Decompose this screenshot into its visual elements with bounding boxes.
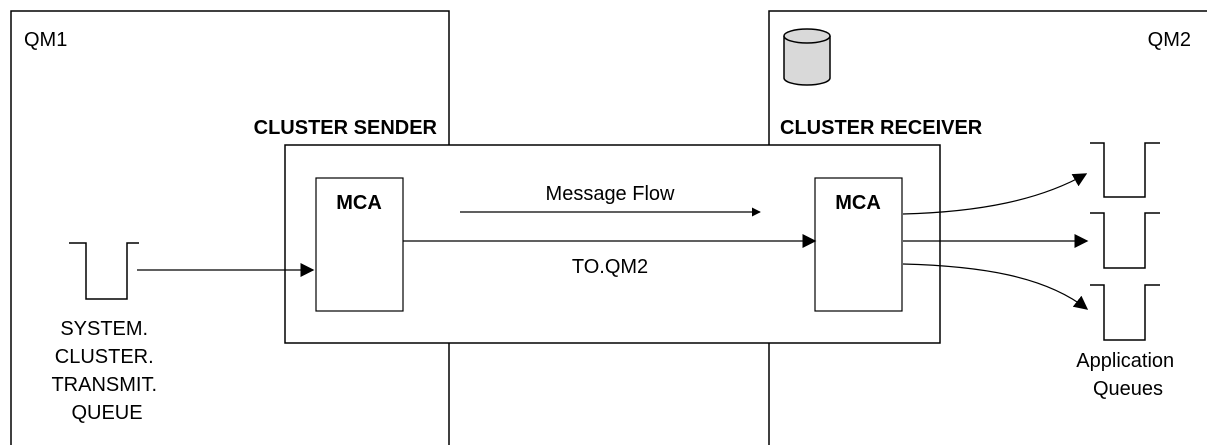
- application-queues-label: Application Queues: [1076, 350, 1179, 400]
- cluster-receiver-label: CLUSTER RECEIVER: [780, 117, 983, 139]
- qm2-label: QM2: [1148, 29, 1191, 51]
- channel-name-label: TO.QM2: [572, 256, 648, 278]
- cluster-sender-label: CLUSTER SENDER: [254, 117, 438, 139]
- mca-to-queue-3-arrow: [902, 263, 1089, 310]
- receiver-mca-label: MCA: [835, 192, 881, 214]
- sender-mca-box: [315, 177, 404, 312]
- mca-to-queue-1-arrow: [902, 173, 1088, 215]
- application-queue-icon: [1090, 212, 1160, 269]
- message-flow-label: Message Flow: [546, 183, 675, 205]
- transmit-queue-icon: [69, 242, 139, 300]
- database-icon: [783, 28, 831, 86]
- transmit-queue-label: SYSTEM. CLUSTER. TRANSMIT. QUEUE: [51, 318, 162, 424]
- sender-mca-label: MCA: [336, 192, 382, 214]
- qm1-label: QM1: [24, 29, 67, 51]
- application-queue-icon: [1090, 142, 1160, 198]
- application-queue-icon: [1090, 284, 1160, 341]
